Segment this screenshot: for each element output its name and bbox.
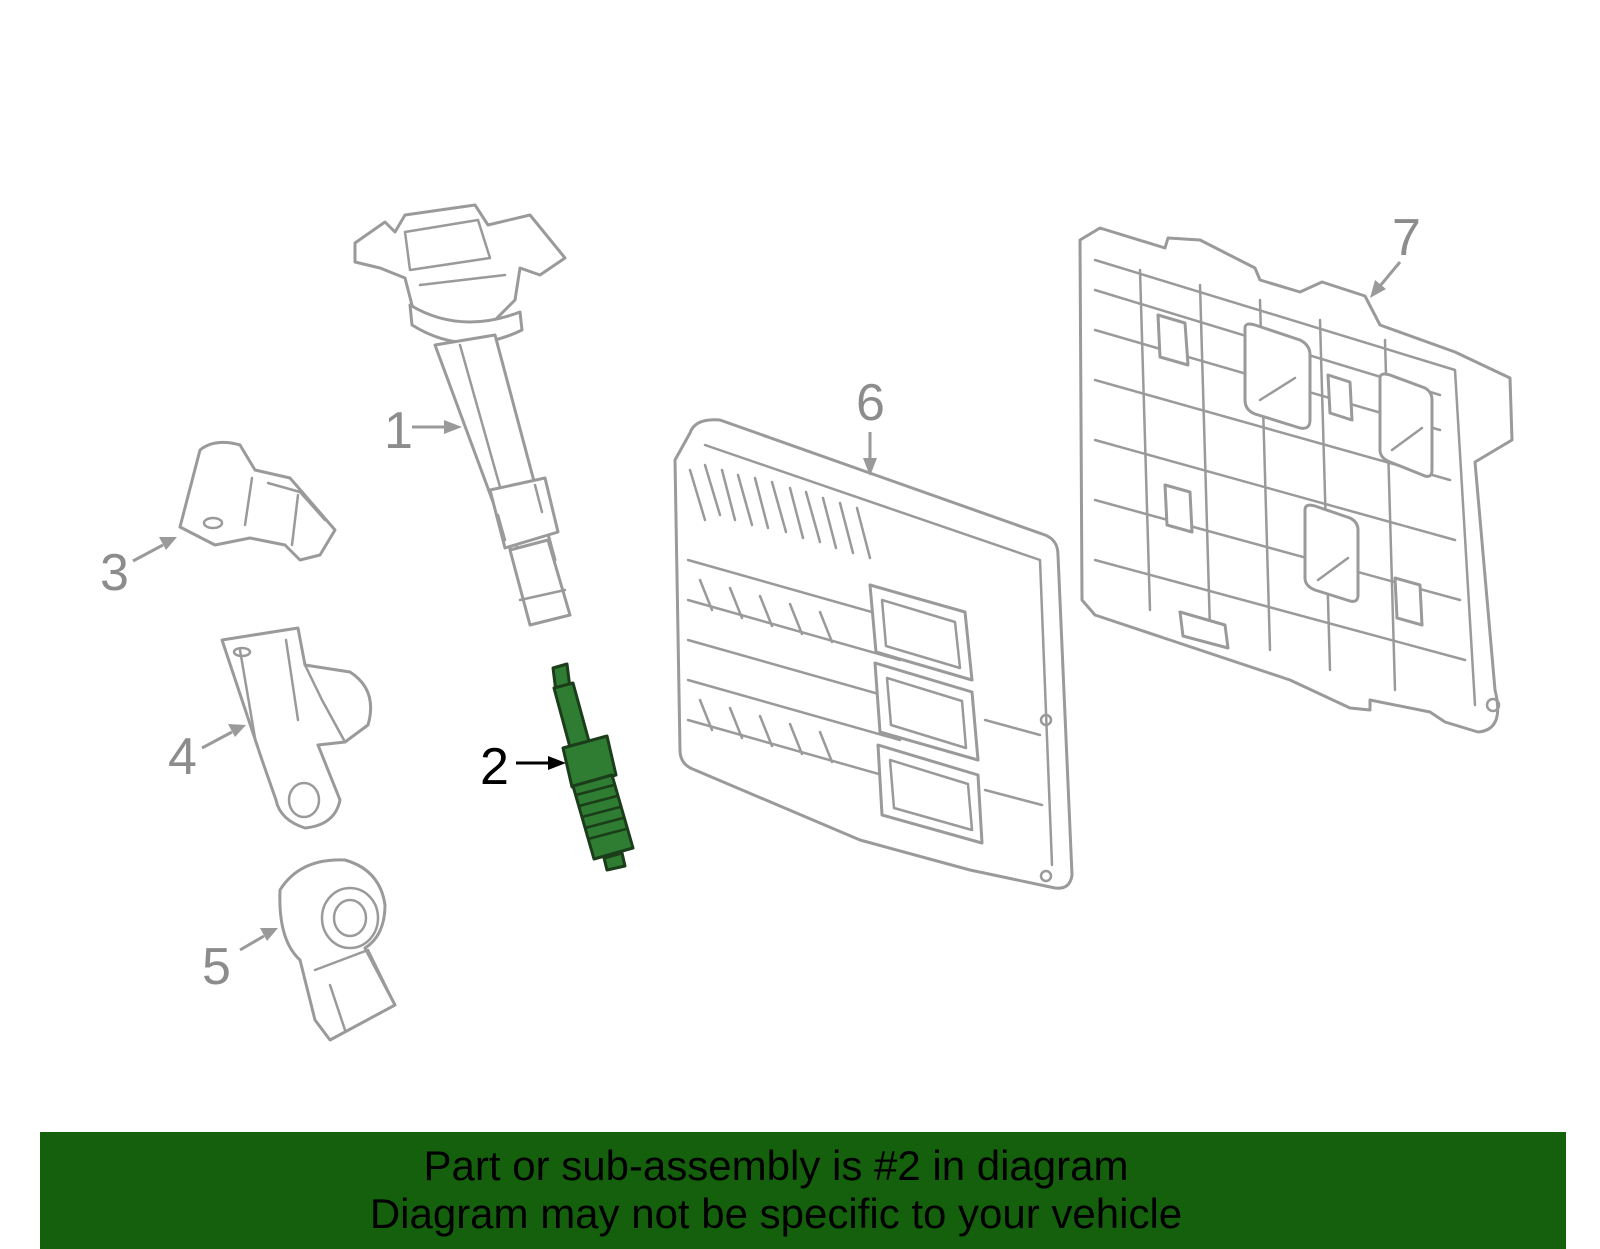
- ecm-mounting-bracket[interactable]: [1078, 226, 1514, 734]
- sensor-3[interactable]: [178, 440, 337, 562]
- callout-6-group: 6: [856, 374, 885, 476]
- callout-1-arrowhead: [444, 420, 462, 434]
- spark-plug[interactable]: [551, 662, 635, 872]
- callout-1: 1: [384, 402, 413, 460]
- callout-4-arrowhead: [228, 724, 246, 737]
- engine-control-module[interactable]: [673, 418, 1074, 890]
- callout-4: 4: [168, 728, 197, 786]
- callout-3-arrowhead: [159, 537, 177, 550]
- callout-7: 7: [1392, 209, 1421, 267]
- callout-4-group: 4: [168, 724, 246, 786]
- banner-line-1: Part or sub-assembly is #2 in diagram: [423, 1142, 1129, 1189]
- callout-6-arrowhead: [863, 458, 877, 476]
- callout-5-group: 5: [202, 928, 278, 996]
- callout-7-group: 7: [1370, 209, 1421, 298]
- callout-3-group: 3: [100, 537, 177, 602]
- callout-5-arrowhead: [260, 928, 278, 941]
- callout-4-leader: [201, 730, 233, 750]
- sensor-5[interactable]: [278, 858, 397, 1042]
- callout-1-group: 1: [384, 402, 462, 460]
- ignition-coil[interactable]: [353, 203, 572, 627]
- callout-7-arrowhead: [1370, 280, 1386, 298]
- banner-line-2: Diagram may not be specific to your vehi…: [369, 1190, 1183, 1237]
- callout-6: 6: [856, 374, 885, 432]
- info-banner: Part or sub-assembly is #2 in diagram Di…: [40, 1132, 1566, 1249]
- callout-2-group: 2: [480, 738, 566, 796]
- callout-5: 5: [202, 938, 231, 996]
- callout-7-leader: [1378, 261, 1402, 287]
- callout-2-arrowhead: [548, 756, 566, 770]
- callout-2: 2: [480, 738, 509, 796]
- sensor-4[interactable]: [220, 626, 373, 830]
- callout-5-leader: [239, 934, 265, 952]
- callout-3-leader: [132, 543, 164, 563]
- callout-3: 3: [100, 544, 129, 602]
